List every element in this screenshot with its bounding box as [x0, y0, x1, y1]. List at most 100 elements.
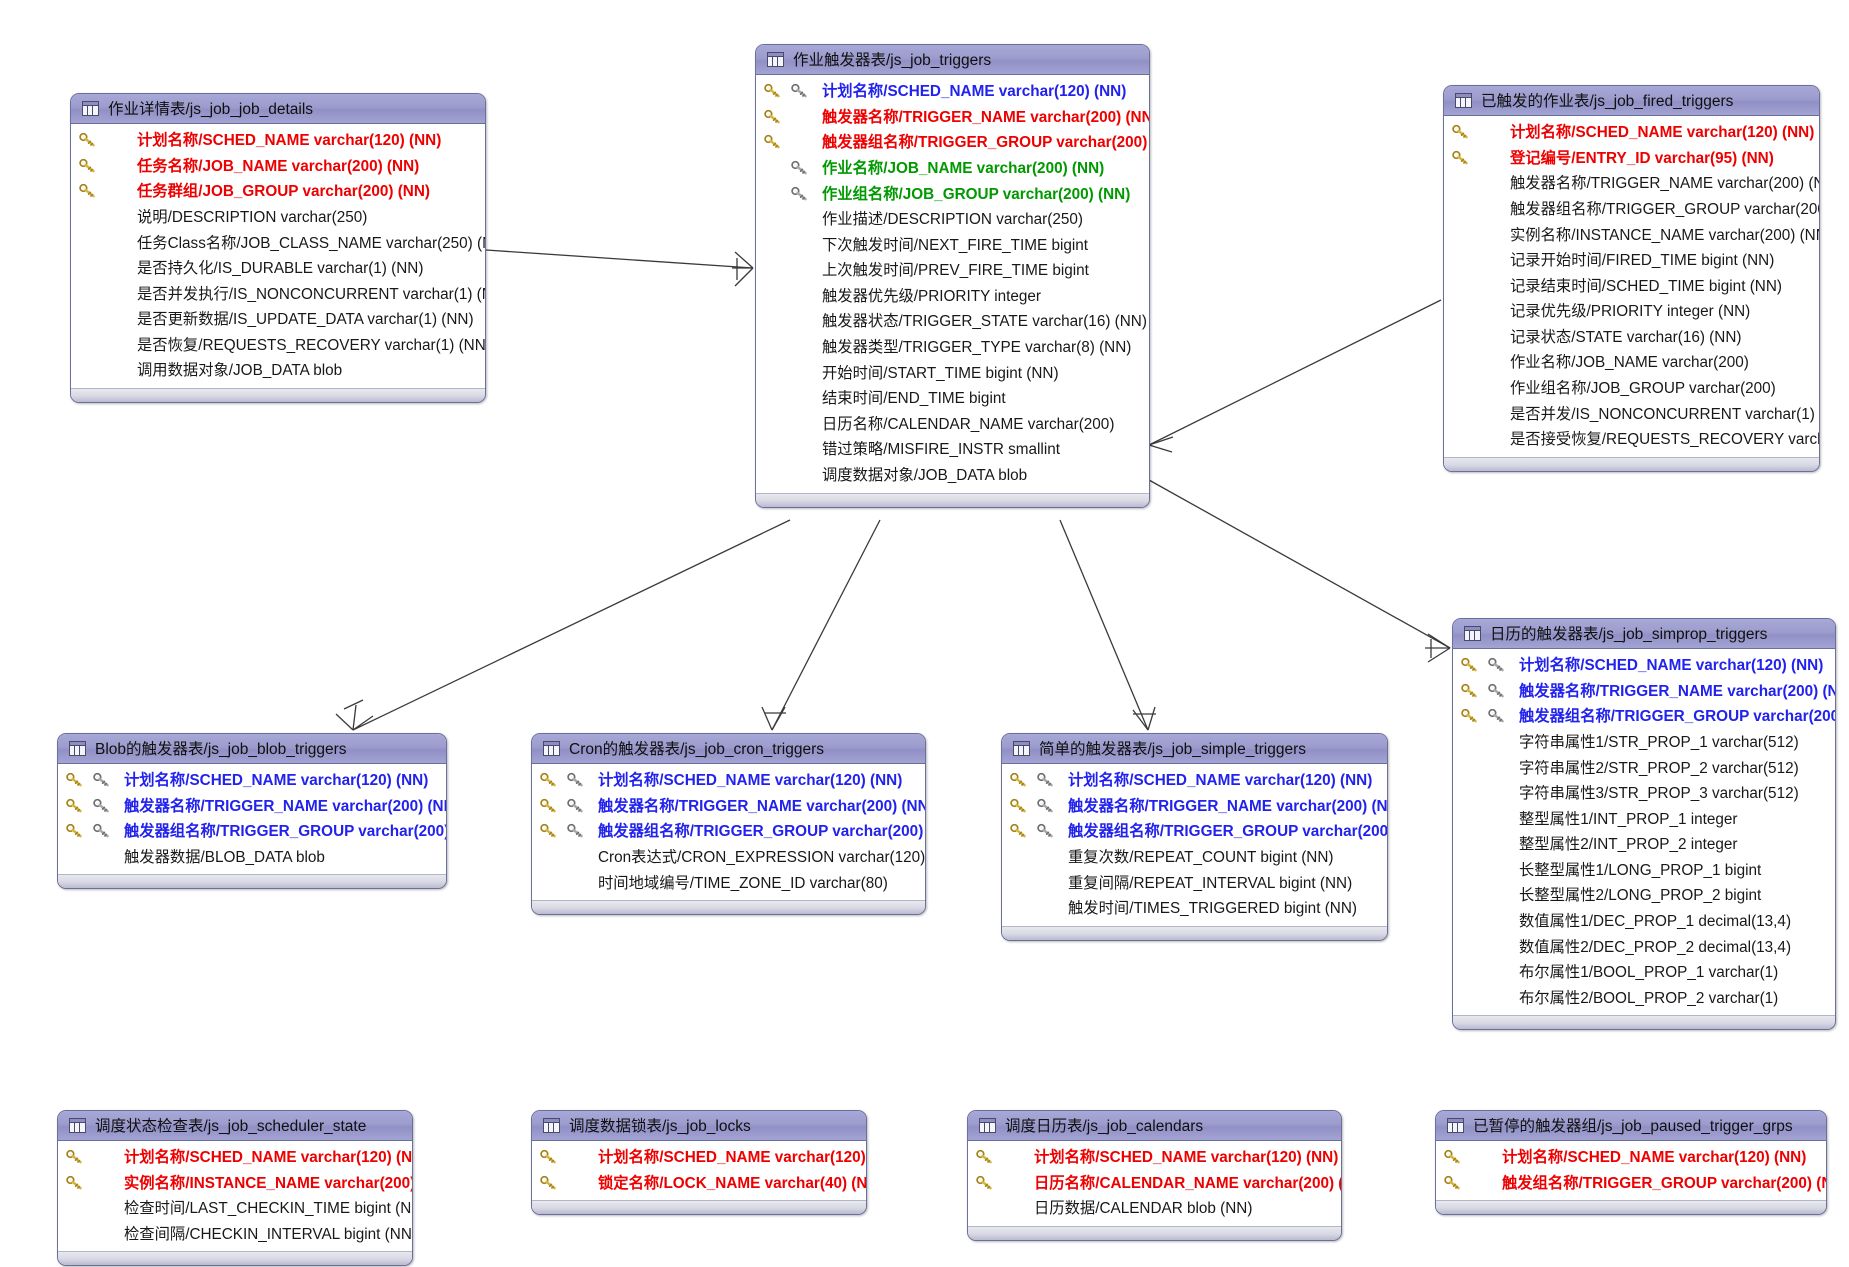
- attribute-row[interactable]: Cron表达式/CRON_EXPRESSION varchar(120) (NN…: [540, 845, 925, 871]
- attribute-row[interactable]: 作业描述/DESCRIPTION varchar(250): [764, 207, 1139, 233]
- entity-header-js_job_locks[interactable]: 调度数据锁表/js_job_locks: [532, 1111, 866, 1141]
- attribute-row[interactable]: 计划名称/SCHED_NAME varchar(120) (NN): [540, 1145, 866, 1171]
- attribute-row[interactable]: 触发器状态/TRIGGER_STATE varchar(16) (NN): [764, 309, 1147, 335]
- attribute-row[interactable]: 触发组名称/TRIGGER_GROUP varchar(200) (NN): [1444, 1171, 1826, 1197]
- attribute-row[interactable]: 调度数据对象/JOB_DATA blob: [764, 463, 1139, 489]
- attribute-row[interactable]: 任务群组/JOB_GROUP varchar(200) (NN): [79, 179, 475, 205]
- attribute-row[interactable]: 时间地域编号/TIME_ZONE_ID varchar(80): [540, 870, 915, 896]
- attribute-row[interactable]: 是否持久化/IS_DURABLE varchar(1) (NN): [79, 256, 475, 282]
- attribute-row[interactable]: 触发器类型/TRIGGER_TYPE varchar(8) (NN): [764, 335, 1139, 361]
- entity-js_job_paused_trigger_grps[interactable]: 已暂停的触发器组/js_job_paused_trigger_grps 计划名称/…: [1435, 1110, 1827, 1216]
- attribute-row[interactable]: 作业名称/JOB_NAME varchar(200): [1452, 350, 1809, 376]
- entity-header-js_job_job_details[interactable]: 作业详情表/js_job_job_details: [71, 94, 485, 124]
- attribute-row[interactable]: 重复间隔/REPEAT_INTERVAL bigint (NN): [1010, 870, 1377, 896]
- attribute-row[interactable]: 任务Class名称/JOB_CLASS_NAME varchar(250) (N…: [79, 230, 485, 256]
- attribute-row[interactable]: 计划名称/SCHED_NAME varchar(120) (NN): [79, 128, 475, 154]
- entity-js_job_scheduler_state[interactable]: 调度状态检查表/js_job_scheduler_state 计划名称/SCHED…: [57, 1110, 413, 1267]
- entity-js_job_job_details[interactable]: 作业详情表/js_job_job_details 计划名称/SCHED_NAME …: [70, 93, 486, 403]
- entity-js_job_blob_triggers[interactable]: Blob的触发器表/js_job_blob_triggers 计划名称/SCHED…: [57, 733, 447, 890]
- attribute-row[interactable]: 字符串属性3/STR_PROP_3 varchar(512): [1461, 781, 1825, 807]
- attribute-row[interactable]: 计划名称/SCHED_NAME varchar(120) (NN): [66, 1145, 412, 1171]
- attribute-row[interactable]: 计划名称/SCHED_NAME varchar(120) (NN): [764, 79, 1139, 105]
- attribute-row[interactable]: 日历数据/CALENDAR blob (NN): [976, 1196, 1331, 1222]
- attribute-row[interactable]: 计划名称/SCHED_NAME varchar(120) (NN): [1461, 653, 1825, 679]
- attribute-row[interactable]: 触发器优先级/PRIORITY integer: [764, 284, 1139, 310]
- entity-js_job_calendars[interactable]: 调度日历表/js_job_calendars 计划名称/SCHED_NAME va…: [967, 1110, 1342, 1241]
- entity-js_job_cron_triggers[interactable]: Cron的触发器表/js_job_cron_triggers 计划名称/SCHED…: [531, 733, 926, 915]
- entity-js_job_fired_triggers[interactable]: 已触发的作业表/js_job_fired_triggers 计划名称/SCHED_…: [1443, 85, 1820, 472]
- attribute-row[interactable]: 说明/DESCRIPTION varchar(250): [79, 205, 475, 231]
- entity-header-js_job_calendars[interactable]: 调度日历表/js_job_calendars: [968, 1111, 1341, 1141]
- attribute-row[interactable]: 日历名称/CALENDAR_NAME varchar(200) (NN): [976, 1171, 1341, 1197]
- attribute-row[interactable]: 记录优先级/PRIORITY integer (NN): [1452, 299, 1809, 325]
- attribute-row[interactable]: 触发器名称/TRIGGER_NAME varchar(200) (NN): [1452, 171, 1819, 197]
- attribute-row[interactable]: 实例名称/INSTANCE_NAME varchar(200) (NN): [1452, 222, 1819, 248]
- attribute-row[interactable]: 触发器名称/TRIGGER_NAME varchar(200) (NN): [764, 105, 1149, 131]
- entity-js_job_triggers[interactable]: 作业触发器表/js_job_triggers 计划名称/SCHED_NAME va…: [755, 44, 1150, 508]
- attribute-row[interactable]: 作业名称/JOB_NAME varchar(200) (NN): [764, 156, 1139, 182]
- attribute-row[interactable]: 登记编号/ENTRY_ID varchar(95) (NN): [1452, 146, 1809, 172]
- attribute-row[interactable]: 布尔属性2/BOOL_PROP_2 varchar(1): [1461, 986, 1825, 1012]
- attribute-row[interactable]: 计划名称/SCHED_NAME varchar(120) (NN): [976, 1145, 1338, 1171]
- attribute-row[interactable]: 触发器名称/TRIGGER_NAME varchar(200) (NN): [1461, 679, 1835, 705]
- entity-header-js_job_triggers[interactable]: 作业触发器表/js_job_triggers: [756, 45, 1149, 75]
- attribute-row[interactable]: 是否接受恢复/REQUESTS_RECOVERY varchar(1): [1452, 427, 1819, 453]
- attribute-row[interactable]: 计划名称/SCHED_NAME varchar(120) (NN): [1444, 1145, 1816, 1171]
- entity-header-js_job_simple_triggers[interactable]: 简单的触发器表/js_job_simple_triggers: [1002, 734, 1387, 764]
- attribute-row[interactable]: 开始时间/START_TIME bigint (NN): [764, 361, 1139, 387]
- attribute-row[interactable]: 是否并发执行/IS_NONCONCURRENT varchar(1) (NN): [79, 282, 485, 308]
- entity-js_job_simprop_triggers[interactable]: 日历的触发器表/js_job_simprop_triggers 计划名称/SCHE…: [1452, 618, 1836, 1031]
- entity-js_job_locks[interactable]: 调度数据锁表/js_job_locks 计划名称/SCHED_NAME varch…: [531, 1110, 867, 1216]
- attribute-row[interactable]: 计划名称/SCHED_NAME varchar(120) (NN): [540, 768, 915, 794]
- entity-header-js_job_fired_triggers[interactable]: 已触发的作业表/js_job_fired_triggers: [1444, 86, 1819, 116]
- attribute-row[interactable]: 检查间隔/CHECKIN_INTERVAL bigint (NN): [66, 1222, 412, 1248]
- attribute-row[interactable]: 结束时间/END_TIME bigint: [764, 386, 1139, 412]
- attribute-row[interactable]: 计划名称/SCHED_NAME varchar(120) (NN): [66, 768, 436, 794]
- attribute-row[interactable]: 布尔属性1/BOOL_PROP_1 varchar(1): [1461, 960, 1825, 986]
- attribute-row[interactable]: 实例名称/INSTANCE_NAME varchar(200) (NN): [66, 1171, 412, 1197]
- attribute-row[interactable]: 触发器名称/TRIGGER_NAME varchar(200) (NN): [540, 794, 925, 820]
- attribute-row[interactable]: 记录开始时间/FIRED_TIME bigint (NN): [1452, 248, 1809, 274]
- attribute-row[interactable]: 作业组名称/JOB_GROUP varchar(200) (NN): [764, 181, 1139, 207]
- attribute-row[interactable]: 触发器数据/BLOB_DATA blob: [66, 845, 436, 871]
- attribute-row[interactable]: 调用数据对象/JOB_DATA blob: [79, 358, 475, 384]
- entity-js_job_simple_triggers[interactable]: 简单的触发器表/js_job_simple_triggers 计划名称/SCHED…: [1001, 733, 1388, 941]
- attribute-row[interactable]: 数值属性2/DEC_PROP_2 decimal(13,4): [1461, 935, 1825, 961]
- attribute-row[interactable]: 触发器组名称/TRIGGER_GROUP varchar(200) (NN): [1461, 704, 1835, 730]
- attribute-row[interactable]: 是否恢复/REQUESTS_RECOVERY varchar(1) (NN): [79, 333, 485, 359]
- attribute-row[interactable]: 整型属性2/INT_PROP_2 integer: [1461, 832, 1825, 858]
- attribute-row[interactable]: 字符串属性1/STR_PROP_1 varchar(512): [1461, 730, 1825, 756]
- attribute-row[interactable]: 错过策略/MISFIRE_INSTR smallint: [764, 437, 1139, 463]
- attribute-row[interactable]: 触发器组名称/TRIGGER_GROUP varchar(200) (NN): [1452, 197, 1819, 223]
- entity-header-js_job_paused_trigger_grps[interactable]: 已暂停的触发器组/js_job_paused_trigger_grps: [1436, 1111, 1826, 1141]
- attribute-row[interactable]: 整型属性1/INT_PROP_1 integer: [1461, 807, 1825, 833]
- attribute-row[interactable]: 记录状态/STATE varchar(16) (NN): [1452, 325, 1809, 351]
- attribute-row[interactable]: 任务名称/JOB_NAME varchar(200) (NN): [79, 154, 475, 180]
- attribute-row[interactable]: 锁定名称/LOCK_NAME varchar(40) (NN): [540, 1171, 866, 1197]
- attribute-row[interactable]: 长整型属性1/LONG_PROP_1 bigint: [1461, 858, 1825, 884]
- attribute-row[interactable]: 触发器组名称/TRIGGER_GROUP varchar(200) (NN): [66, 819, 446, 845]
- entity-header-js_job_blob_triggers[interactable]: Blob的触发器表/js_job_blob_triggers: [58, 734, 446, 764]
- attribute-row[interactable]: 下次触发时间/NEXT_FIRE_TIME bigint: [764, 233, 1139, 259]
- attribute-row[interactable]: 字符串属性2/STR_PROP_2 varchar(512): [1461, 755, 1825, 781]
- attribute-row[interactable]: 是否更新数据/IS_UPDATE_DATA varchar(1) (NN): [79, 307, 475, 333]
- entity-header-js_job_simprop_triggers[interactable]: 日历的触发器表/js_job_simprop_triggers: [1453, 619, 1835, 649]
- attribute-row[interactable]: 作业组名称/JOB_GROUP varchar(200): [1452, 376, 1809, 402]
- attribute-row[interactable]: 是否并发/IS_NONCONCURRENT varchar(1): [1452, 402, 1815, 428]
- attribute-row[interactable]: 触发器名称/TRIGGER_NAME varchar(200) (NN): [1010, 794, 1387, 820]
- attribute-row[interactable]: 触发器名称/TRIGGER_NAME varchar(200) (NN): [66, 794, 446, 820]
- attribute-row[interactable]: 计划名称/SCHED_NAME varchar(120) (NN): [1452, 120, 1814, 146]
- attribute-row[interactable]: 触发器组名称/TRIGGER_GROUP varchar(200) (NN): [764, 130, 1149, 156]
- attribute-row[interactable]: 上次触发时间/PREV_FIRE_TIME bigint: [764, 258, 1139, 284]
- attribute-row[interactable]: 长整型属性2/LONG_PROP_2 bigint: [1461, 883, 1825, 909]
- attribute-row[interactable]: 检查时间/LAST_CHECKIN_TIME bigint (NN): [66, 1196, 412, 1222]
- attribute-row[interactable]: 重复次数/REPEAT_COUNT bigint (NN): [1010, 845, 1377, 871]
- entity-header-js_job_scheduler_state[interactable]: 调度状态检查表/js_job_scheduler_state: [58, 1111, 412, 1141]
- attribute-row[interactable]: 计划名称/SCHED_NAME varchar(120) (NN): [1010, 768, 1377, 794]
- attribute-row[interactable]: 触发时间/TIMES_TRIGGERED bigint (NN): [1010, 896, 1377, 922]
- attribute-row[interactable]: 记录结束时间/SCHED_TIME bigint (NN): [1452, 274, 1809, 300]
- entity-header-js_job_cron_triggers[interactable]: Cron的触发器表/js_job_cron_triggers: [532, 734, 925, 764]
- attribute-row[interactable]: 日历名称/CALENDAR_NAME varchar(200): [764, 412, 1139, 438]
- attribute-row[interactable]: 触发器组名称/TRIGGER_GROUP varchar(200) (NN): [540, 819, 925, 845]
- attribute-row[interactable]: 触发器组名称/TRIGGER_GROUP varchar(200) (NN): [1010, 819, 1387, 845]
